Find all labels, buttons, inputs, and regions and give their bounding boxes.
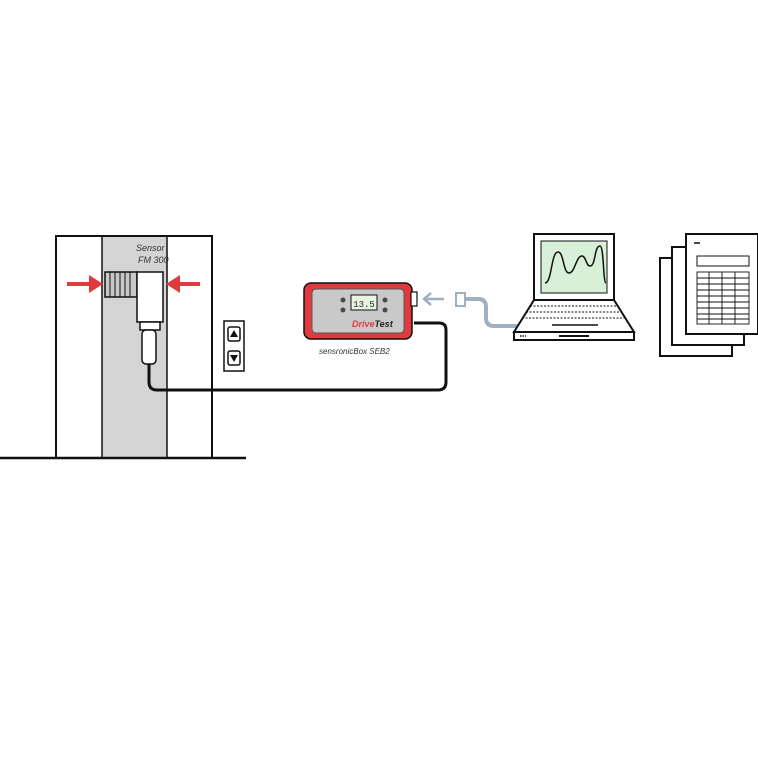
laptop-waveform [544, 245, 607, 284]
laptop-keyboard [512, 299, 636, 333]
data-logger: 13.5 DriveTest [303, 282, 418, 340]
logger-display [350, 294, 378, 311]
sensor-body [136, 271, 164, 323]
logger-button [340, 307, 346, 313]
sensor-cable [147, 321, 448, 392]
logger-port [410, 291, 418, 307]
logger-model-label: sensronicBox SEB2 [319, 347, 390, 356]
document-stack-icon [659, 233, 758, 357]
usb-cable [465, 297, 521, 328]
sensor-device [104, 271, 164, 365]
elevator-shaft [0, 235, 246, 460]
logger-button [340, 297, 346, 303]
sensor-label-line2: FM 300 [138, 255, 169, 265]
logger-brand: DriveTest [352, 319, 394, 329]
arrow-left-icon [166, 275, 200, 293]
elevator-call-panel [223, 320, 245, 372]
arrow-left-icon [422, 292, 444, 306]
logger-button [382, 307, 388, 313]
sensor-plug [141, 329, 157, 365]
laptop-icon [512, 233, 636, 341]
logger-button [382, 297, 388, 303]
logger-display-value: 13.5 [353, 300, 375, 310]
arrow-right-icon [67, 275, 103, 293]
usb-plug [455, 292, 466, 307]
sensor-label-line1: Sensor [136, 243, 166, 253]
